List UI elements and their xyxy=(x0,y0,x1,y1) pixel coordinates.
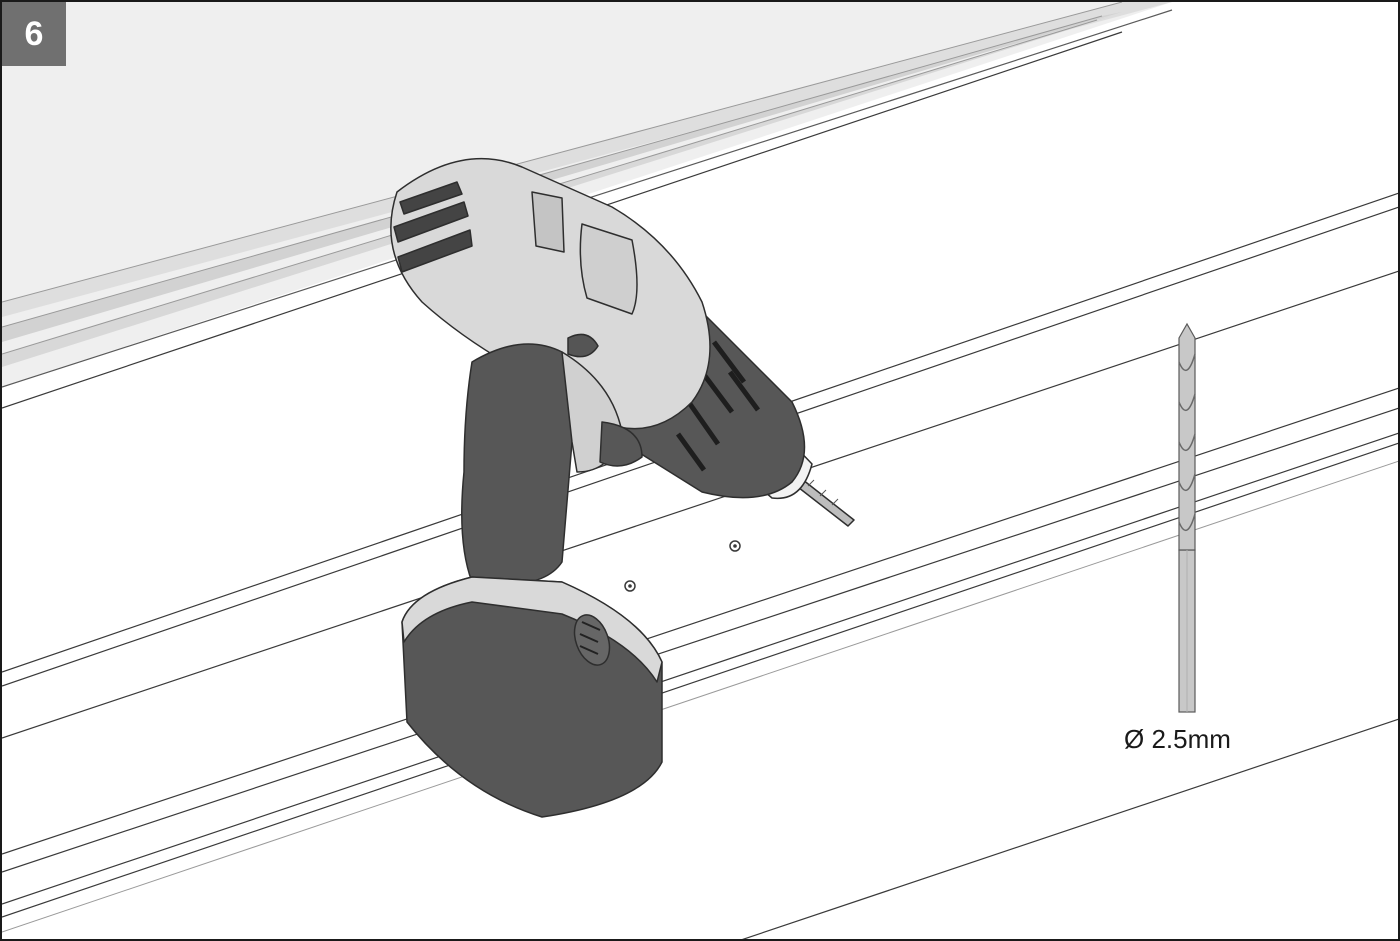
step-number-badge: 6 xyxy=(2,2,66,66)
pilot-hole-icon xyxy=(624,580,636,592)
pilot-holes xyxy=(624,540,741,592)
upper-rail xyxy=(2,2,1173,388)
pilot-hole-icon xyxy=(729,540,741,552)
drill-bit-diameter-label: Ø 2.5mm xyxy=(1124,724,1231,754)
drill-bit-icon xyxy=(1178,322,1196,713)
cordless-drill-icon xyxy=(390,157,855,818)
